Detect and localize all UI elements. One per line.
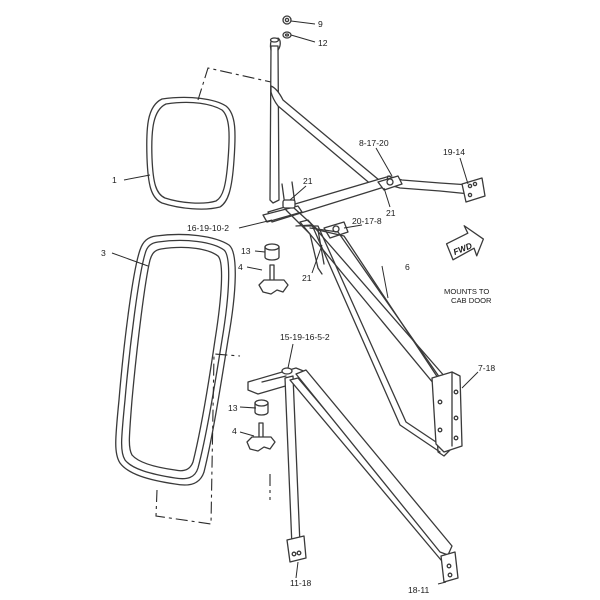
mirror-head-part-1 <box>146 96 236 210</box>
callout-12: 12 <box>318 38 328 48</box>
callout-labels: 9 12 1 3 8-17-20 19-14 21 21 16-19-10-2 … <box>101 19 495 595</box>
alignment-lines <box>155 67 277 525</box>
callout-4-lower: 4 <box>232 426 237 436</box>
callout-9: 9 <box>318 19 323 29</box>
callout-11-18: 11-18 <box>290 578 312 588</box>
callout-18-11: 18-11 <box>408 585 430 595</box>
callout-13-lower: 13 <box>228 403 238 413</box>
callout-6: 6 <box>405 262 410 272</box>
hardware-washer-12 <box>282 31 292 39</box>
long-mirror-part-3 <box>115 233 236 486</box>
knob-4-lower <box>246 422 276 452</box>
callout-13-upper: 13 <box>241 246 251 256</box>
mirror-frame-part-6 <box>285 207 463 457</box>
callout-8-17-20: 8-17-20 <box>359 138 389 148</box>
callout-3: 3 <box>101 248 106 258</box>
callout-1: 1 <box>112 175 117 185</box>
hardware-nut-9 <box>282 15 292 25</box>
callout-15-19-16-5-2: 15-19-16-5-2 <box>280 332 330 342</box>
callout-21-right: 21 <box>386 208 396 218</box>
mount-note: MOUNTS TO CAB DOOR <box>444 287 492 305</box>
lower-arm-assembly <box>247 367 459 583</box>
callout-4-upper: 4 <box>238 262 243 272</box>
spacer-13-upper <box>264 243 280 261</box>
spacer-13-lower <box>254 399 269 416</box>
leader-lines <box>111 20 479 585</box>
knob-4-upper <box>258 264 289 295</box>
callout-7-18: 7-18 <box>478 363 495 373</box>
callout-21-lower: 21 <box>302 273 312 283</box>
forward-direction-arrow: FWD <box>445 225 485 261</box>
upper-arm-assembly <box>262 37 486 239</box>
mount-note-line2: CAB DOOR <box>451 296 492 305</box>
callout-19-14: 19-14 <box>443 147 465 157</box>
callout-16-19-10-2: 16-19-10-2 <box>187 223 229 233</box>
mount-note-line1: MOUNTS TO <box>444 287 489 296</box>
callout-20-17-8: 20-17-8 <box>352 216 382 226</box>
callout-21-top: 21 <box>303 176 313 186</box>
